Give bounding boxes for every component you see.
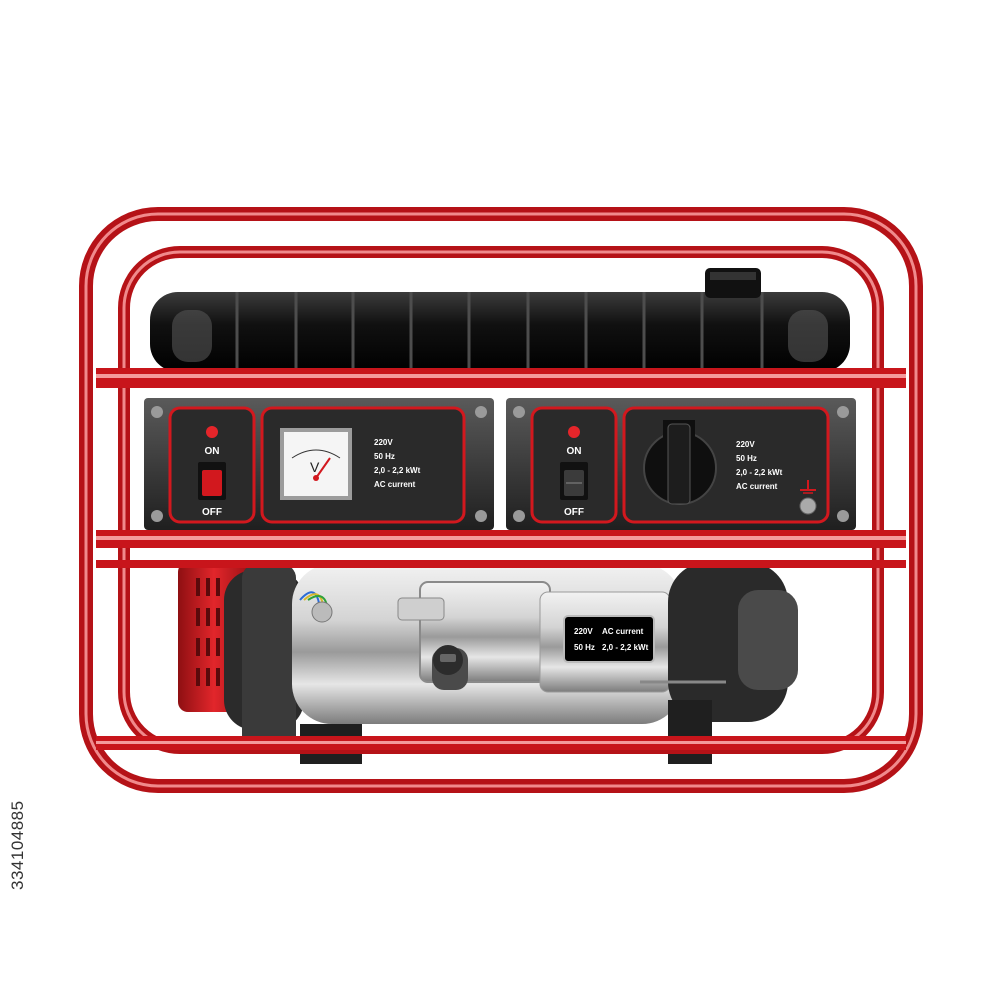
choke-knob (432, 645, 468, 690)
fuel-cap (705, 268, 761, 298)
stock-id-text: 334104885 (8, 800, 27, 890)
right-control-panel: ON OFF 220V 50 Hz 2,0 - 2,2 kWt AC curre… (506, 398, 856, 530)
engine-assembly (178, 562, 798, 764)
stock-id-watermark: 334104885 (8, 760, 32, 890)
left-switch-off-label: OFF (202, 507, 222, 518)
ground-terminal-icon (799, 480, 817, 515)
engine-foot-right (668, 700, 712, 764)
frame-crossbars (96, 368, 906, 750)
left-switch-on-label: ON (205, 446, 220, 457)
left-spec-4: AC current (374, 480, 416, 489)
engine-label-row2-left: 50 Hz (574, 643, 595, 652)
engine-label-row2-right: 2,0 - 2,2 kWt (602, 643, 649, 652)
right-power-switch[interactable] (560, 462, 588, 500)
right-switch-off-label: OFF (564, 507, 584, 518)
right-spec-4: AC current (736, 482, 778, 491)
voltmeter-symbol: V (310, 459, 320, 475)
right-switch-on-label: ON (567, 446, 582, 457)
fuel-tank (150, 292, 850, 372)
left-control-panel: ON OFF V 220V 50 Hz 2,0 - 2,2 kWt AC cur… (144, 398, 494, 530)
right-spec-2: 50 Hz (736, 454, 757, 463)
right-spec-3: 2,0 - 2,2 kWt (736, 468, 783, 477)
left-power-switch[interactable] (198, 462, 226, 500)
schuko-socket-icon[interactable] (643, 420, 717, 505)
engine-label-row1-left: 220V (574, 627, 593, 636)
power-indicator-led-left (206, 426, 218, 438)
voltmeter: V (280, 428, 352, 500)
left-spec-2: 50 Hz (374, 452, 395, 461)
left-spec-1: 220V (374, 438, 393, 447)
power-indicator-led-right (568, 426, 580, 438)
engine-spec-plate: 220V AC current 50 Hz 2,0 - 2,2 kWt (563, 615, 655, 663)
right-spec-1: 220V (736, 440, 755, 449)
engine-label-row1-right: AC current (602, 627, 644, 636)
left-spec-3: 2,0 - 2,2 kWt (374, 466, 421, 475)
